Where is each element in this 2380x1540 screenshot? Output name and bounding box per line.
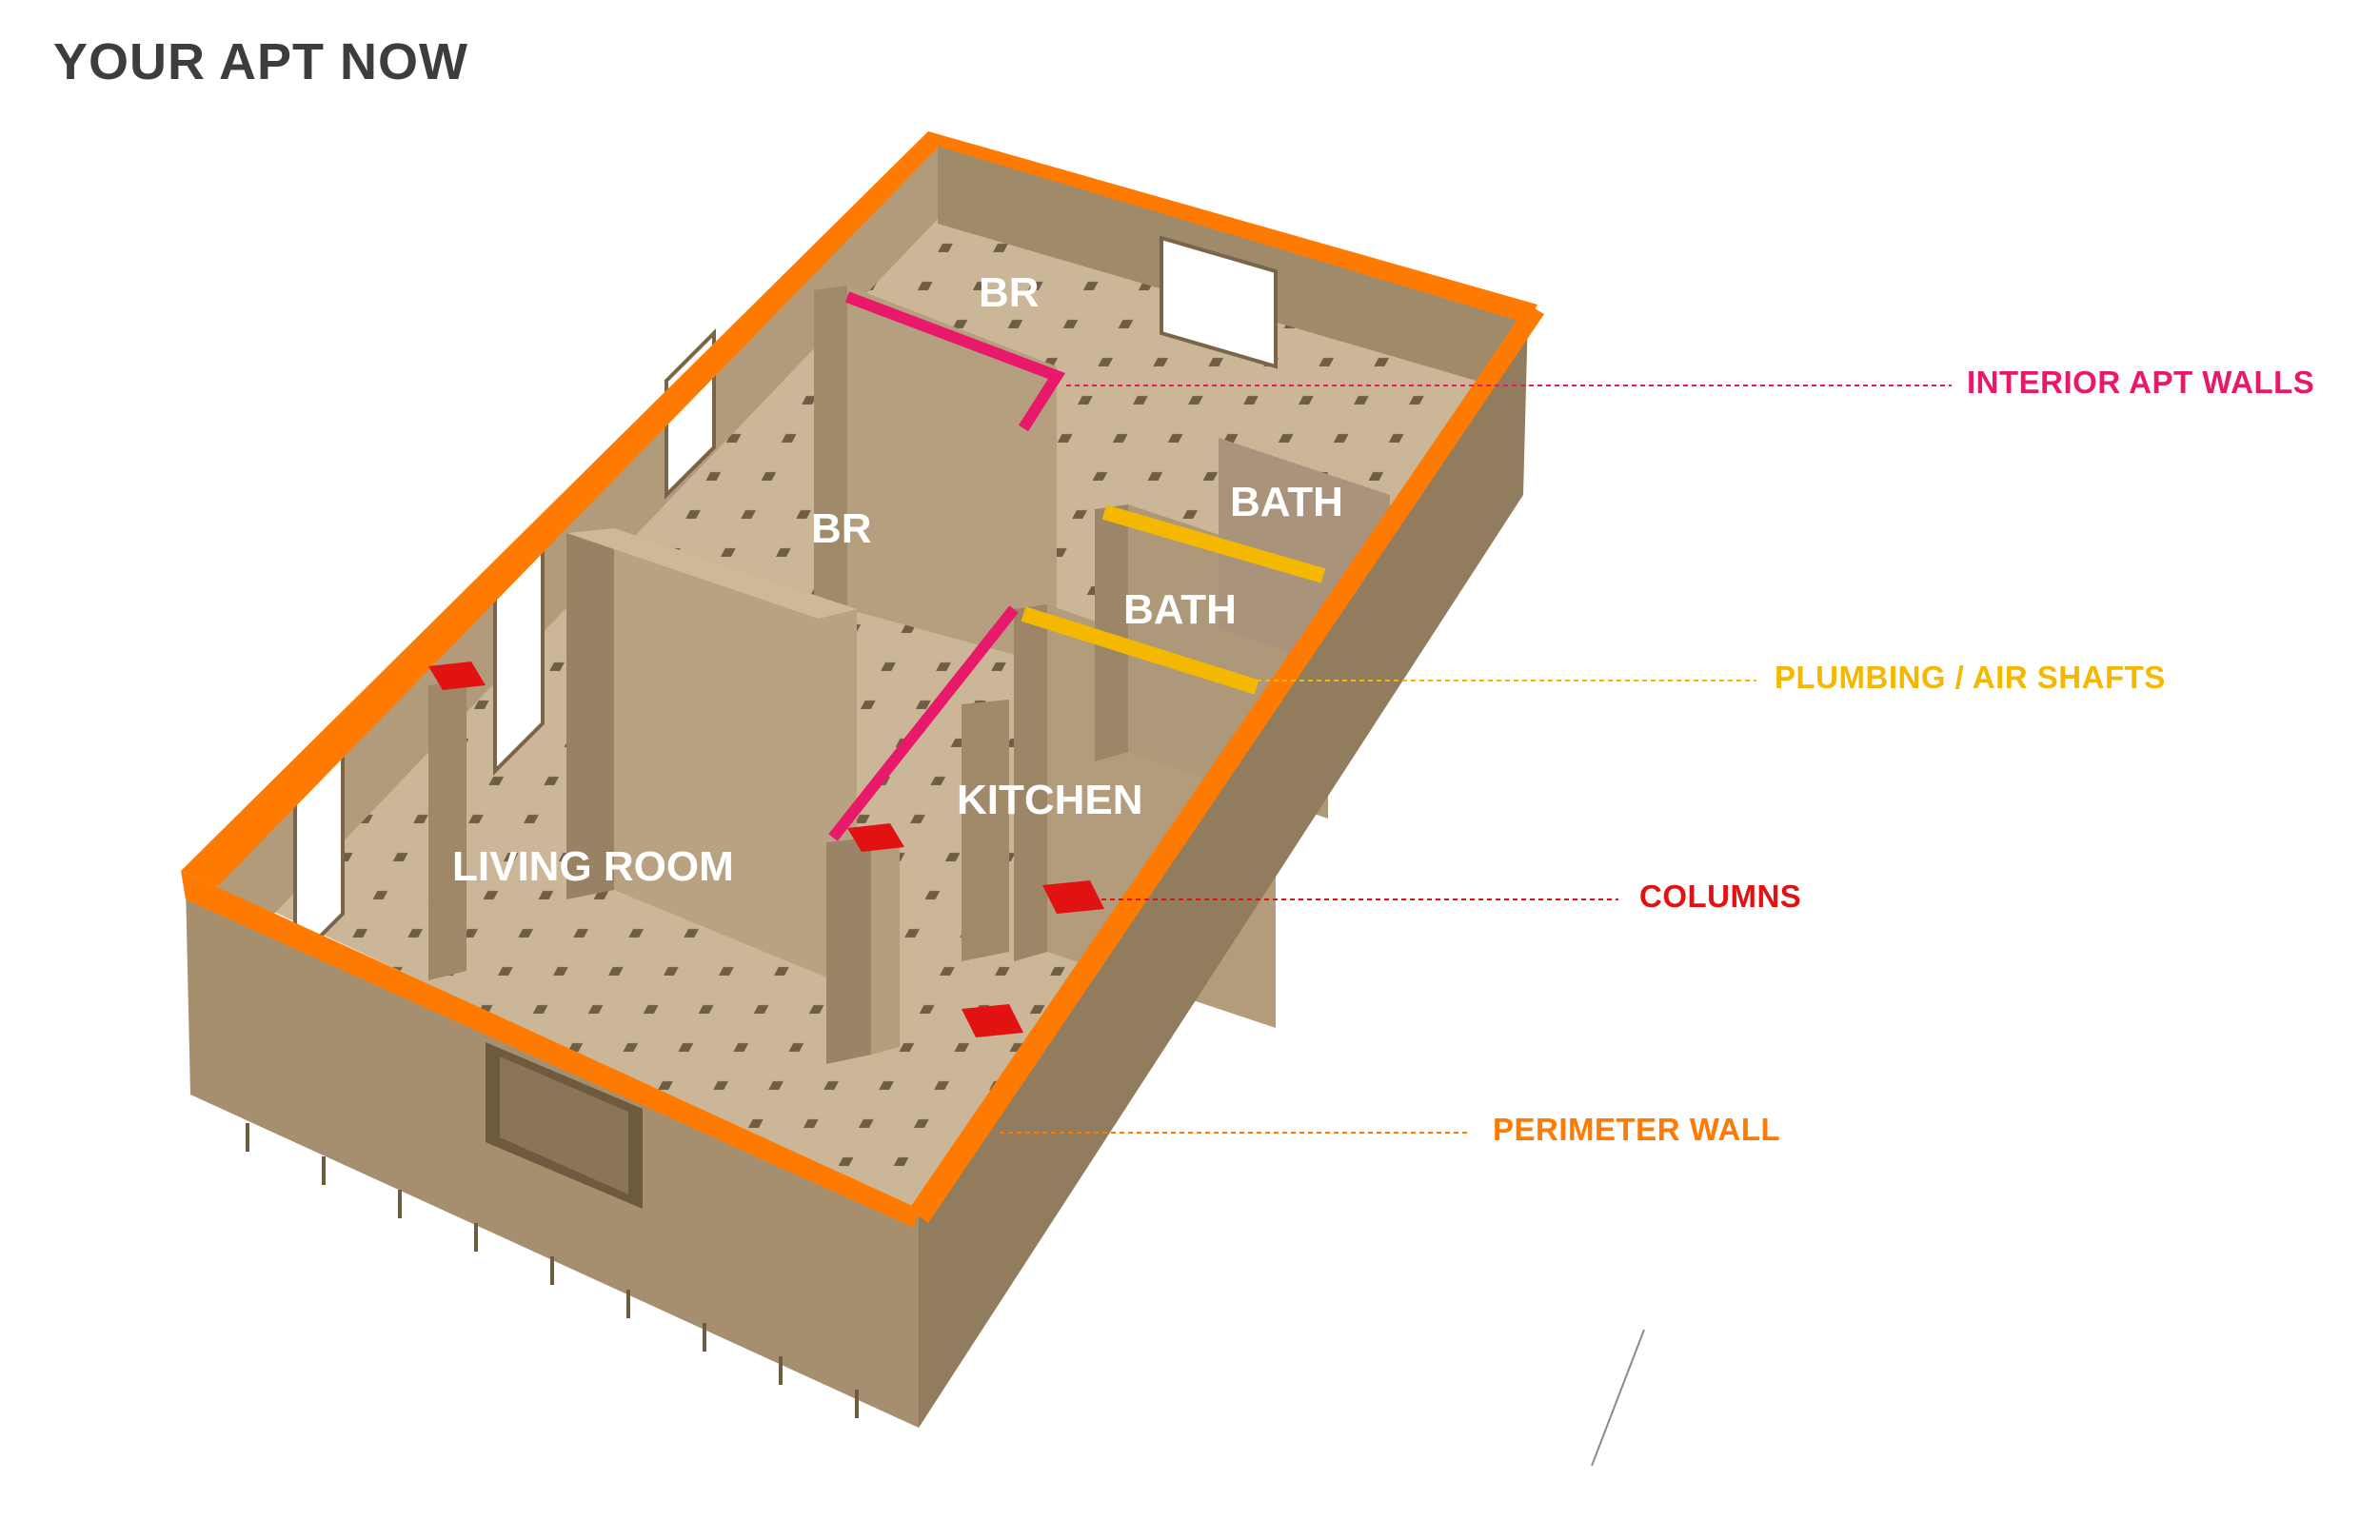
room-labels: BR BR BATH BATH KITCHEN LIVING ROOM <box>452 269 1343 890</box>
callout-plumbing-air-shafts: PLUMBING / AIR SHAFTS <box>1775 660 2166 695</box>
callout-interior-apt-walls: INTERIOR APT WALLS <box>1967 365 2315 400</box>
room-label-bath-upper: BATH <box>1230 479 1343 525</box>
page-title: YOUR APT NOW <box>53 33 468 90</box>
front-perimeter-exterior <box>186 314 1528 1428</box>
room-label-br-middle: BR <box>811 505 872 552</box>
interior-apt-wall-tops <box>828 291 1066 841</box>
room-label-living-room: LIVING ROOM <box>452 843 734 890</box>
room-label-bath-lower: BATH <box>1123 586 1237 633</box>
callout-columns: COLUMNS <box>1639 879 1802 914</box>
callout-perimeter-wall: PERIMETER WALL <box>1493 1112 1781 1147</box>
plumbing-shaft-tops <box>1021 504 1326 695</box>
floor <box>217 143 1528 1214</box>
room-label-br-back: BR <box>979 269 1040 316</box>
columns <box>428 661 1104 1037</box>
callout-leaders <box>1000 385 1952 1134</box>
room-label-kitchen: KITCHEN <box>957 777 1143 823</box>
perimeter-wall-top <box>181 131 1544 1228</box>
stray-line <box>1591 1329 1645 1467</box>
